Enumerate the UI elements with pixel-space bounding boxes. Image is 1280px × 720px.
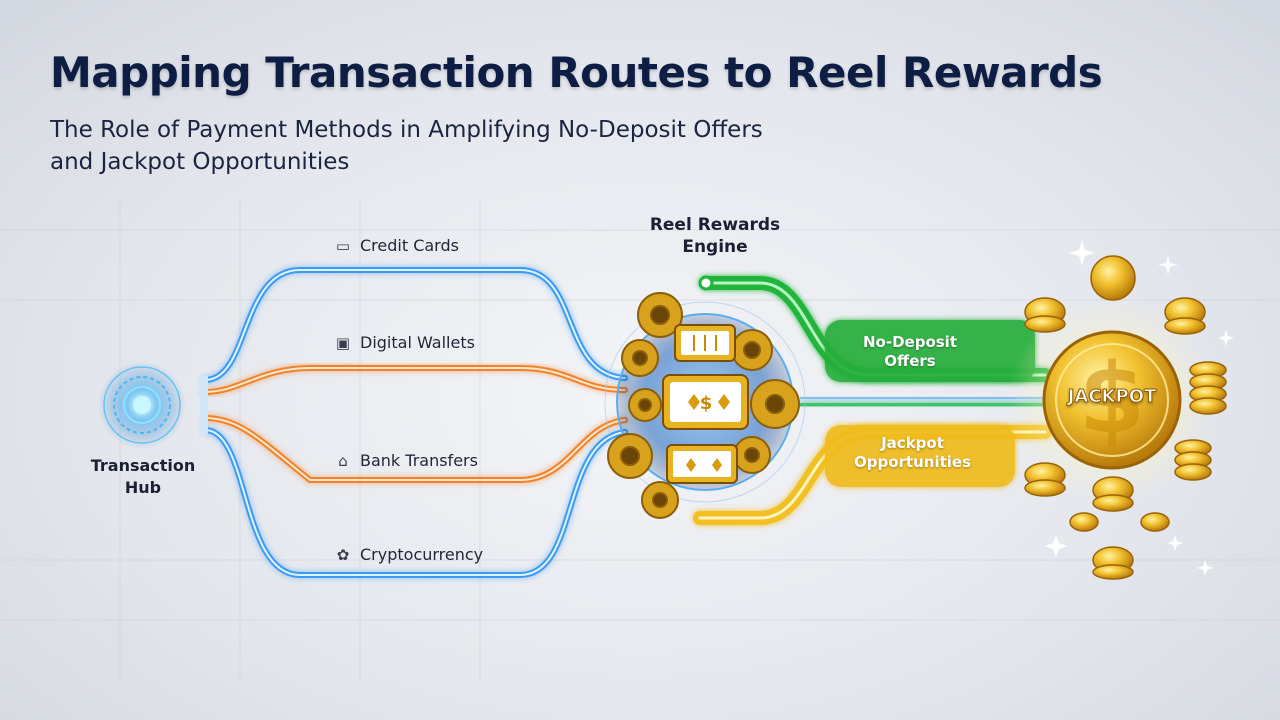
page-title: Mapping Transaction Routes to Reel Rewar… <box>50 48 1103 97</box>
jackpot-label: JACKPOT <box>1067 386 1157 408</box>
route-cryptocurrency <box>202 427 628 578</box>
payment-method-bank-transfers: ⌂ Bank Transfers <box>330 451 478 470</box>
page-subtitle: The Role of Payment Methods in Amplifyin… <box>50 114 950 178</box>
output-label-line-2: Offers <box>884 352 936 370</box>
engine-label-line-2: Engine <box>682 237 748 257</box>
no-deposit-offers-label: No-Deposit Offers <box>845 333 975 371</box>
svg-text:$: $ <box>1079 343 1146 455</box>
reel-rewards-engine-label: Reel Rewards Engine <box>620 214 810 258</box>
transaction-hub-label: Transaction Hub <box>62 455 224 499</box>
hub-label-line-1: Transaction <box>90 456 196 475</box>
credit-card-icon: ▭ <box>335 237 351 255</box>
crypto-icon: ✿ <box>336 546 350 564</box>
hub-connector-bar <box>200 375 208 435</box>
payment-method-cryptocurrency: ✿ Cryptocurrency <box>330 545 483 564</box>
route-bank-transfers <box>202 415 628 483</box>
no-deposit-offers-panel <box>825 320 1035 382</box>
slot-machine-icon: $ <box>662 324 749 484</box>
jackpot-coin-icon: $ <box>1007 295 1217 505</box>
payment-method-label: Cryptocurrency <box>360 545 484 564</box>
output-label-line-1: No-Deposit <box>863 333 957 351</box>
svg-text:$: $ <box>700 393 713 414</box>
hub-label-line-2: Hub <box>124 478 162 497</box>
transaction-hub-icon <box>98 361 186 449</box>
output-label-line-1: Jackpot <box>881 434 944 452</box>
route-engine-to-jackpot <box>800 397 1045 407</box>
wallet-icon: ▣ <box>335 334 351 352</box>
subtitle-line-2: and Jackpot Opportunities <box>50 149 350 175</box>
bank-icon: ⌂ <box>338 452 348 470</box>
sparkle-icons <box>1045 240 1234 576</box>
payment-method-credit-cards: ▭ Credit Cards <box>330 236 459 255</box>
reel-rewards-engine-icon: $ <box>604 292 806 519</box>
output-label-line-2: Opportunities <box>853 453 971 471</box>
payment-method-label: Digital Wallets <box>360 333 475 352</box>
no-deposit-start-node <box>698 275 714 291</box>
jackpot-opportunities-label: Jackpot Opportunities <box>840 434 985 472</box>
gear-icon <box>607 292 800 519</box>
engine-label-line-1: Reel Rewards <box>649 215 781 235</box>
jackpot-opportunities-panel <box>825 425 1015 487</box>
payment-method-label: Credit Cards <box>360 236 459 255</box>
payment-method-label: Bank Transfers <box>360 451 478 470</box>
subtitle-line-1: The Role of Payment Methods in Amplifyin… <box>50 117 763 143</box>
route-digital-wallets <box>202 365 628 395</box>
route-credit-cards <box>202 267 628 383</box>
payment-method-digital-wallets: ▣ Digital Wallets <box>330 333 475 352</box>
coin-stack-icons <box>1024 255 1227 580</box>
